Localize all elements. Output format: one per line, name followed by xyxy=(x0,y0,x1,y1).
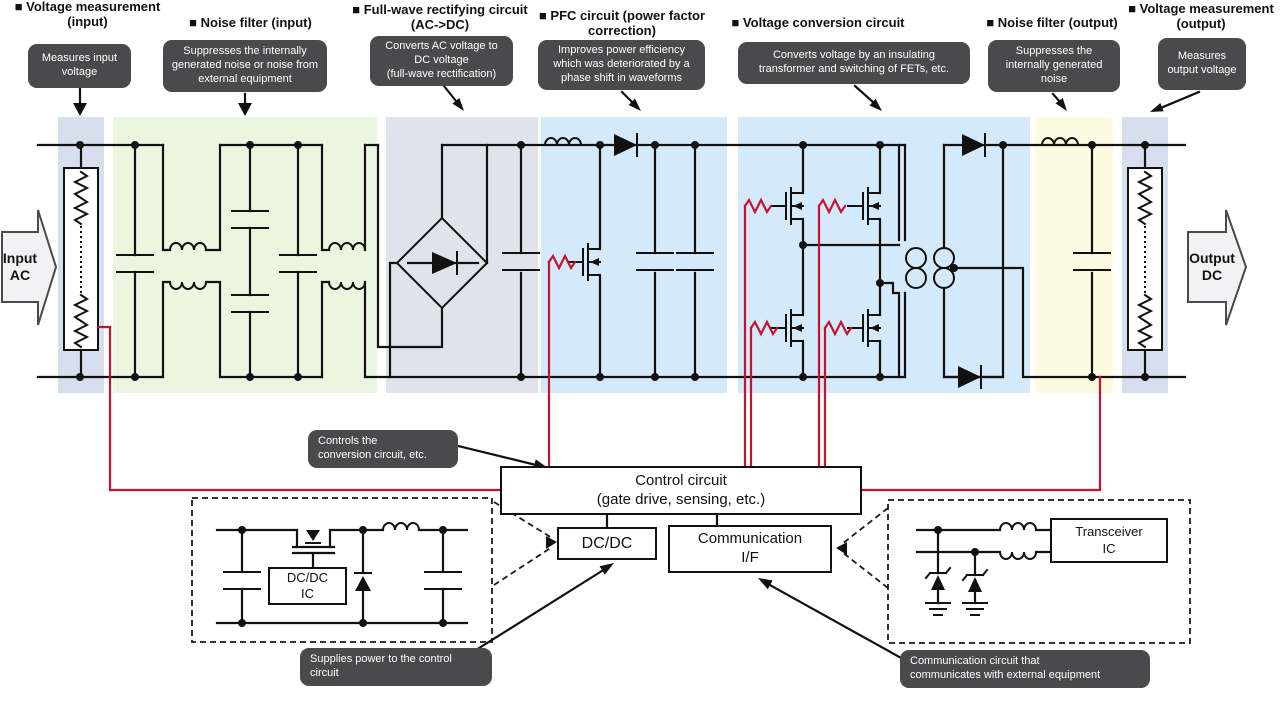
section-bands xyxy=(58,117,1168,393)
communication-if-box: Communication I/F xyxy=(668,525,832,573)
tooltip-controls-conversion: Controls the conversion circuit, etc. xyxy=(308,430,458,468)
tooltip-pfc: Improves power efficiency which was dete… xyxy=(538,40,705,90)
tooltip-measure-input: Measures input voltage xyxy=(28,44,131,88)
section-title-noise-filter-output: ■ Noise filter (output) xyxy=(986,15,1118,30)
section-title-voltage-measurement-input: ■ Voltage measurement (input) xyxy=(14,0,161,29)
tooltip-measure-output: Measures output voltage xyxy=(1158,38,1246,90)
dcdc-subcircuit xyxy=(191,497,493,643)
band-pfc xyxy=(541,117,727,393)
section-title-voltage-measurement-output: ■ Voltage measurement (output) xyxy=(1128,1,1274,31)
band-noise-filter-input xyxy=(113,117,377,393)
output-dc-arrow xyxy=(1187,209,1248,326)
band-voltage-conversion xyxy=(738,117,1030,393)
transceiver-ic-box: Transceiver IC xyxy=(1050,518,1168,563)
section-title-pfc: ■ PFC circuit (power factor correction) xyxy=(538,8,706,38)
section-pointer-arrows xyxy=(73,84,1201,116)
input-ac-arrow xyxy=(1,209,58,326)
noise-filter-input-circuit xyxy=(116,143,367,379)
output-filter-and-measurement xyxy=(1041,137,1163,379)
tooltip-rectifier: Converts AC voltage to DC voltage (full-… xyxy=(370,36,513,86)
section-title-voltage-conversion: ■ Voltage conversion circuit xyxy=(731,15,905,30)
tooltip-noise-filter-out: Suppresses the internally generated nois… xyxy=(988,40,1120,92)
tooltip-communication: Communication circuit that communicates … xyxy=(900,650,1150,688)
junction-dots xyxy=(76,141,1149,627)
voltage-conversion-circuit xyxy=(743,133,1187,389)
tooltip-noise-filter-in: Suppresses the internally generated nois… xyxy=(163,40,327,92)
transceiver-subcircuit xyxy=(887,499,1191,644)
band-noise-filter-output xyxy=(1035,117,1113,393)
sense-and-gate-wires xyxy=(96,204,1102,492)
note-arrows xyxy=(456,444,905,661)
section-title-noise-filter-input: ■ Noise filter (input) xyxy=(189,15,312,30)
tooltip-conversion: Converts voltage by an insulating transf… xyxy=(738,42,970,84)
dcdc-box: DC/DC xyxy=(557,527,657,560)
input-ac-label: Input AC xyxy=(2,249,38,284)
section-title-rectifier: ■ Full-wave rectifying circuit (AC->DC) xyxy=(352,2,528,32)
dcdc-ic-box: DC/DC IC xyxy=(268,567,347,605)
pfc-circuit xyxy=(544,133,714,379)
tooltip-supplies-power: Supplies power to the control circuit xyxy=(300,648,492,686)
band-rectifier xyxy=(386,117,538,393)
output-dc-label: Output DC xyxy=(1189,249,1235,284)
bridge-rectifier xyxy=(376,143,540,379)
voltage-divider-input xyxy=(63,143,99,379)
control-circuit-box: Control circuit (gate drive, sensing, et… xyxy=(500,466,862,515)
